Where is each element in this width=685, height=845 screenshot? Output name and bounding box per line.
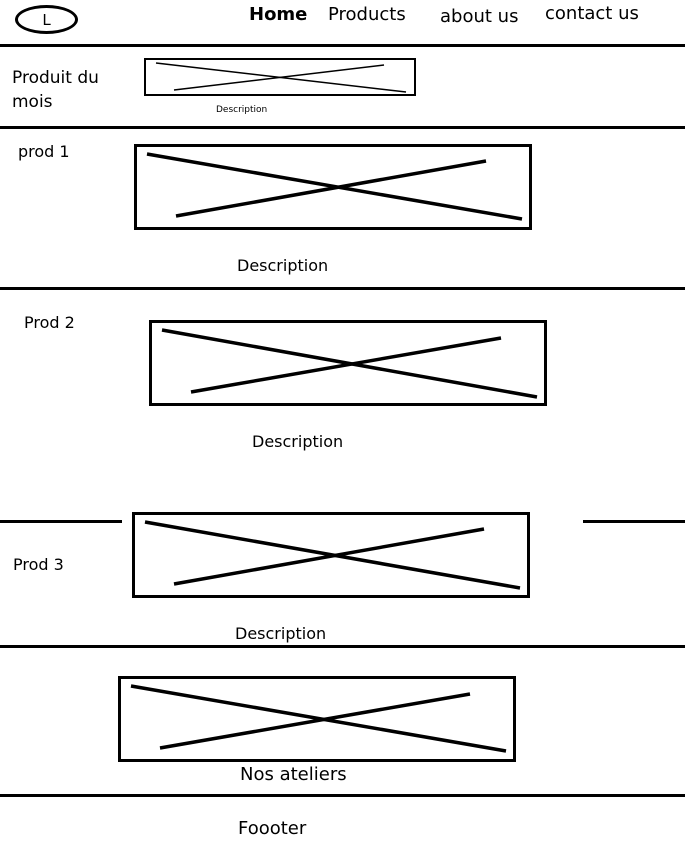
product-3-description: Description <box>235 624 327 643</box>
nav-products[interactable]: Products <box>328 4 406 25</box>
header-divider <box>0 44 685 47</box>
featured-description: Description <box>216 105 268 115</box>
product-1-description: Description <box>237 256 329 275</box>
nav-contact-us[interactable]: contact us <box>545 3 639 24</box>
product-2-label: Prod 2 <box>24 313 75 332</box>
logo[interactable]: L <box>15 5 78 34</box>
product-1-image-placeholder <box>134 144 532 230</box>
section-divider-right <box>583 520 685 523</box>
footer-divider <box>0 794 685 797</box>
product-1-label: prod 1 <box>18 142 70 161</box>
footer-label: Foooter <box>238 818 307 839</box>
workshops-image-placeholder <box>118 676 516 762</box>
featured-title: Produit du mois <box>12 68 99 112</box>
workshops-label: Nos ateliers <box>240 764 347 785</box>
section-divider <box>0 126 685 129</box>
product-2-description: Description <box>252 432 344 451</box>
logo-letter: L <box>42 11 51 29</box>
product-2-image-placeholder <box>149 320 547 406</box>
nav-home[interactable]: Home <box>249 4 308 25</box>
featured-image-placeholder <box>144 58 416 96</box>
section-divider-left <box>0 520 122 523</box>
section-divider <box>0 287 685 290</box>
product-3-image-placeholder <box>132 512 530 598</box>
section-divider <box>0 645 685 648</box>
nav-about-us[interactable]: about us <box>440 6 519 27</box>
product-3-label: Prod 3 <box>13 555 64 574</box>
